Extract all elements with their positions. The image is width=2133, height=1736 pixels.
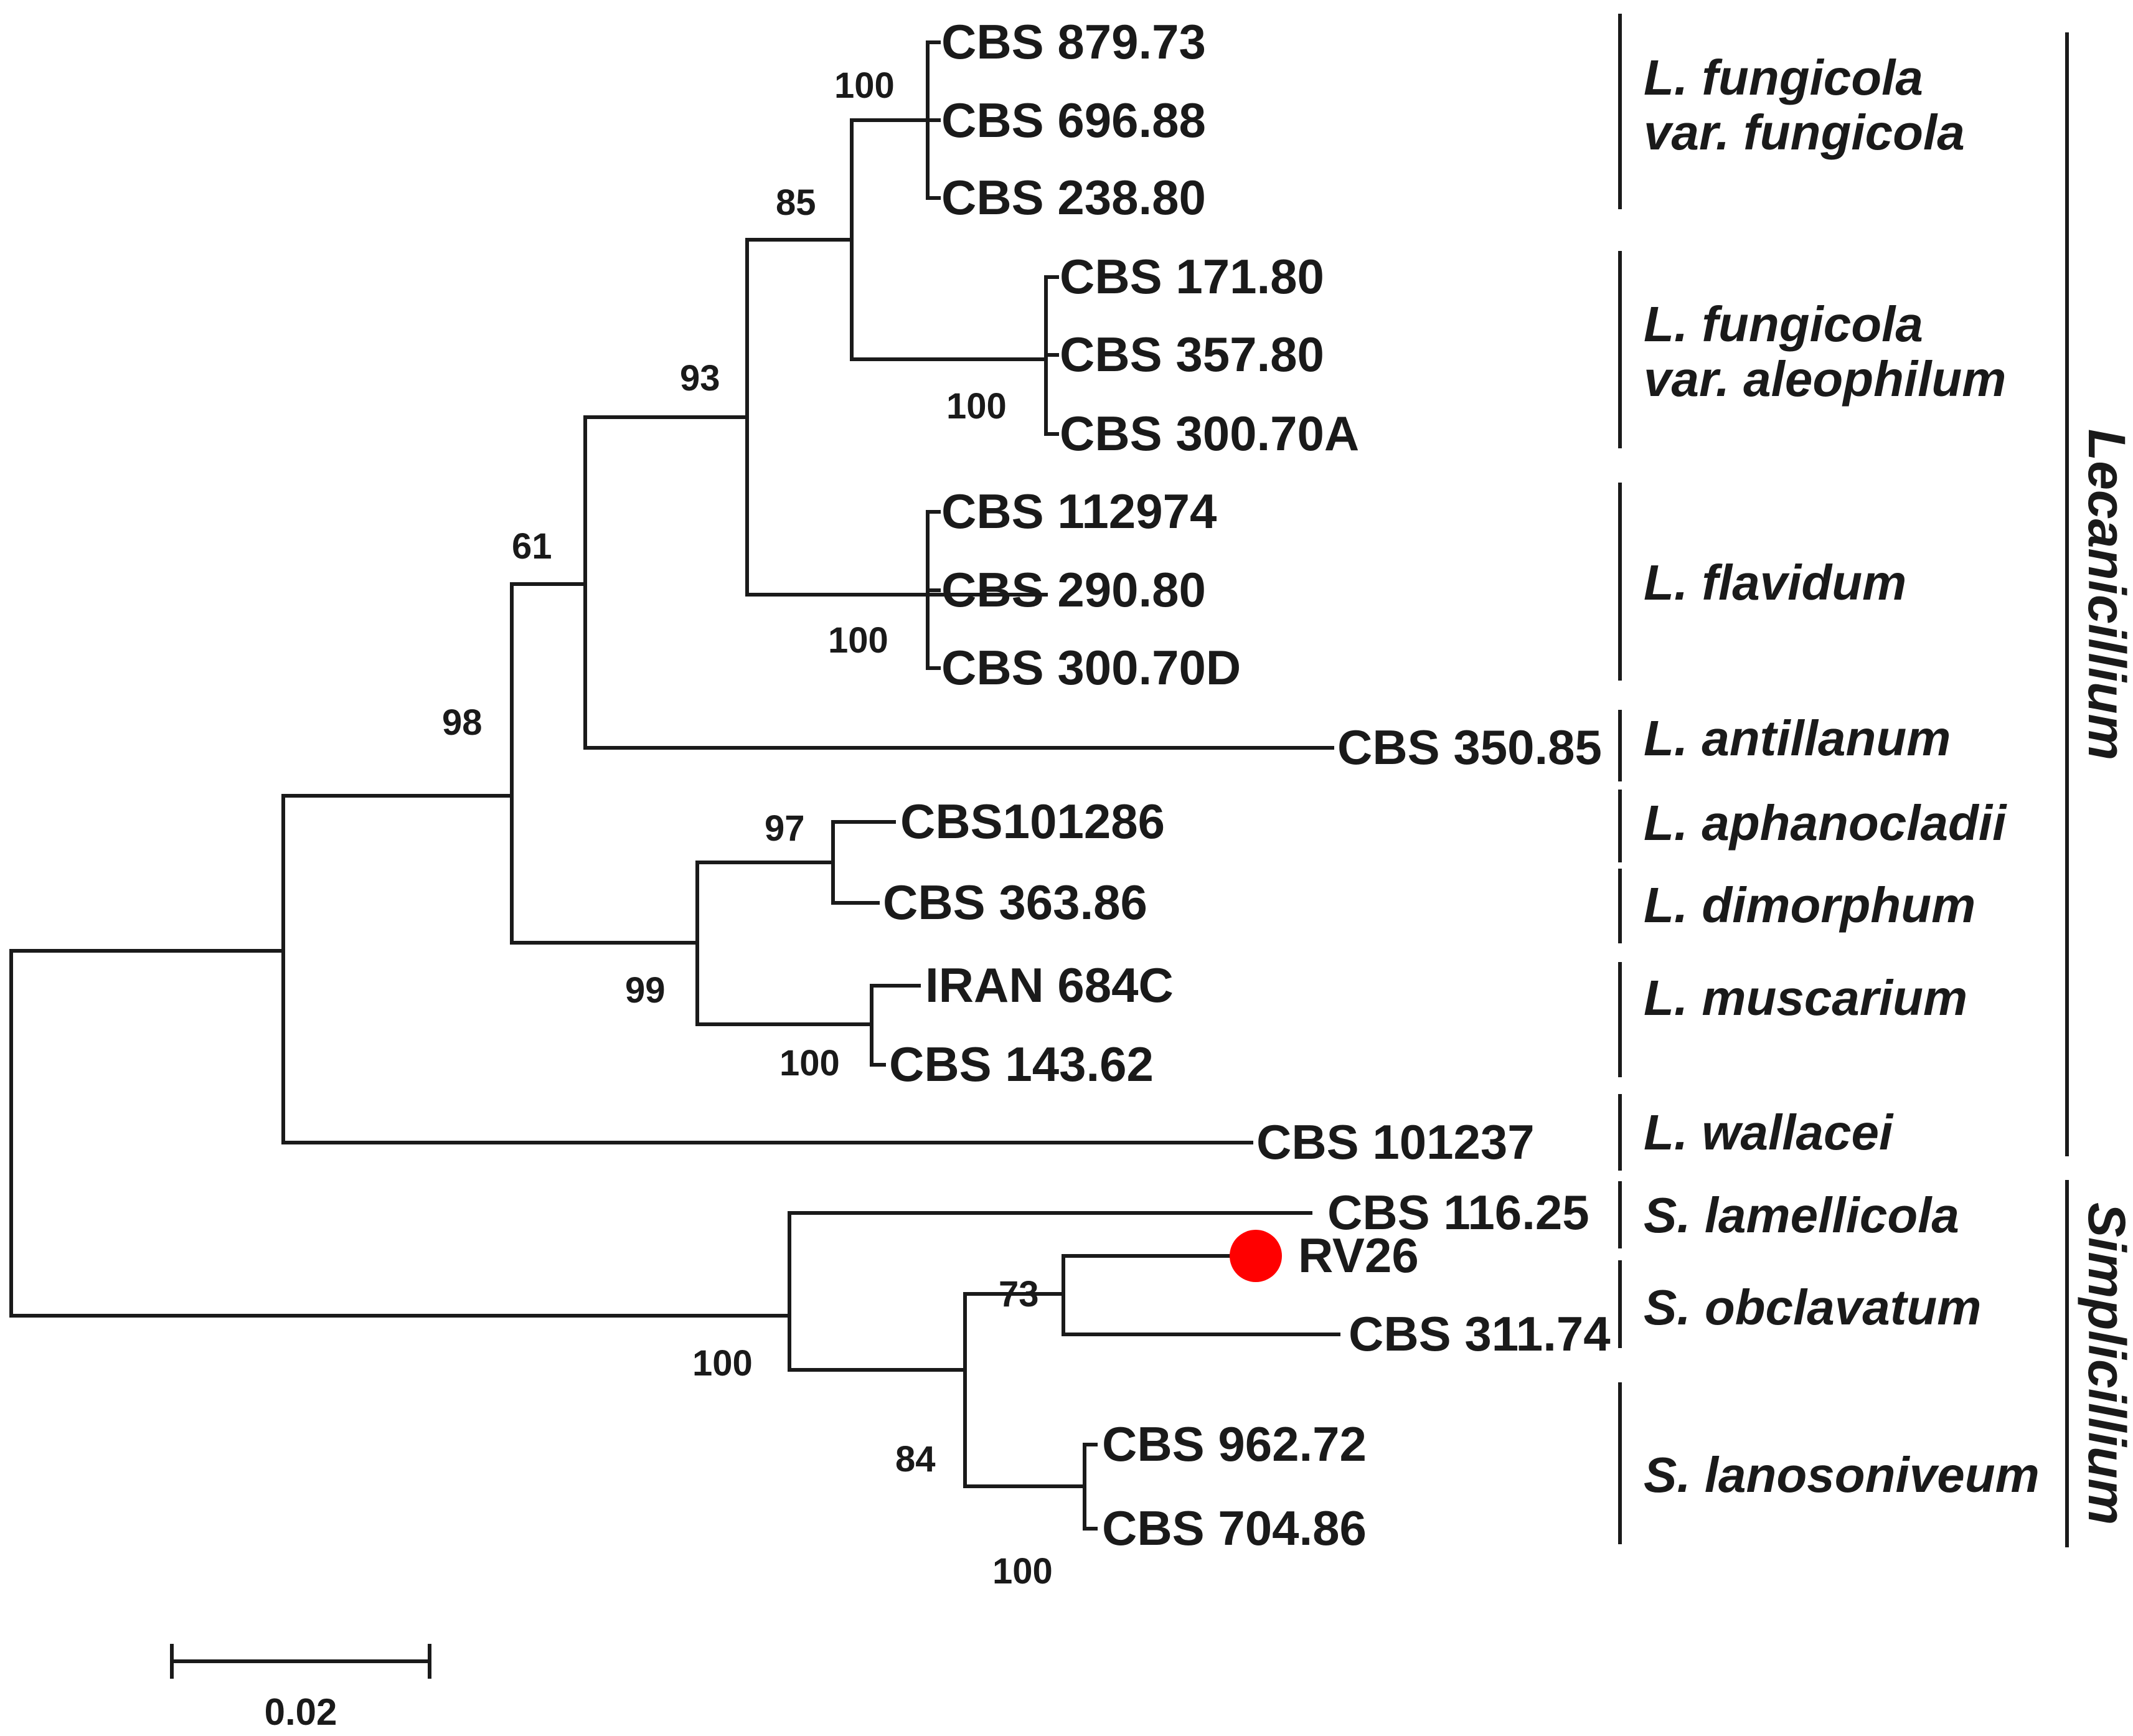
branch-node-93 bbox=[745, 238, 1048, 597]
leaf-label: CBS 300.70D bbox=[941, 640, 1241, 695]
leaf-label: CBS 143.62 bbox=[889, 1037, 1154, 1092]
branch-clade-flavidum bbox=[926, 510, 941, 670]
leaf-label: CBS 350.85 bbox=[1337, 720, 1602, 775]
leaf-label-highlighted: RV26 bbox=[1298, 1228, 1419, 1283]
branch-node-97 bbox=[831, 820, 896, 905]
leaf-label: CBS 101237 bbox=[1256, 1115, 1535, 1169]
leaf-label: CBS 290.80 bbox=[941, 562, 1206, 617]
leaf-label: IRAN 684C bbox=[925, 958, 1174, 1012]
branch-node-84 bbox=[963, 1292, 1086, 1488]
leaf-label: CBS101286 bbox=[900, 794, 1165, 849]
scale-bar-label: 0.02 bbox=[265, 1691, 337, 1733]
leaf-label: CBS 357.80 bbox=[1060, 327, 1324, 382]
genus-label-lecanicillium: Lecanicillium bbox=[2078, 429, 2133, 760]
branch-node-muscarium bbox=[870, 984, 921, 1067]
genus-clades: Lecanicillium Simplicillium bbox=[2065, 32, 2133, 1547]
support-value: 100 bbox=[692, 1343, 753, 1384]
clade-label: L. antillanum bbox=[1644, 710, 1951, 766]
leaf-label: CBS 238.80 bbox=[941, 170, 1206, 225]
clade-label: L. muscarium bbox=[1644, 970, 1967, 1026]
leaf-label: CBS 879.73 bbox=[941, 14, 1206, 69]
genus-label-simplicillium: Simplicillium bbox=[2078, 1202, 2133, 1525]
clade-label: S. lamellicola bbox=[1644, 1187, 1959, 1243]
scale-bar: 0.02 bbox=[170, 1644, 431, 1733]
scale-bar-line bbox=[170, 1644, 431, 1679]
branch-node-85 bbox=[850, 118, 1048, 361]
support-value: 100 bbox=[946, 386, 1007, 427]
branch-node-98 bbox=[510, 582, 699, 945]
leaf-label: CBS 171.80 bbox=[1060, 249, 1324, 304]
support-value: 85 bbox=[776, 182, 816, 223]
leaf-label: CBS 112974 bbox=[941, 484, 1217, 539]
support-value: 100 bbox=[992, 1551, 1053, 1592]
highlight-dot-icon bbox=[1230, 1230, 1282, 1282]
clade-label: L. flavidum bbox=[1644, 555, 1906, 610]
clade-label: L. dimorphum bbox=[1644, 877, 1975, 933]
support-value: 61 bbox=[512, 526, 552, 567]
support-value: 100 bbox=[828, 620, 888, 661]
clade-label: S. obclavatum bbox=[1644, 1280, 1981, 1335]
species-clade-labels: L. fungicola var. fungicola L. fungicola… bbox=[1644, 50, 2040, 1502]
clade-label: L. aphanocladii bbox=[1644, 795, 2007, 851]
clade-label: L. fungicola bbox=[1644, 296, 1923, 352]
support-value: 73 bbox=[999, 1274, 1039, 1314]
tree-branches bbox=[9, 40, 1340, 1531]
branch-node-61 bbox=[583, 415, 1334, 750]
clade-label: var. fungicola bbox=[1644, 105, 1965, 160]
branch-clade-lanosoniveum bbox=[1083, 1443, 1098, 1531]
support-values: 100 85 100 93 100 61 98 97 100 99 73 84 … bbox=[442, 65, 1053, 1592]
leaf-label: CBS 116.25 bbox=[1327, 1185, 1589, 1240]
branch-clade-fungicola bbox=[926, 40, 941, 200]
leaf-label: CBS 311.74 bbox=[1349, 1306, 1611, 1361]
branch-simplicillium-crown bbox=[788, 1211, 1312, 1372]
support-value: 100 bbox=[834, 65, 895, 106]
support-value: 93 bbox=[680, 358, 720, 399]
leaf-label: CBS 962.72 bbox=[1102, 1417, 1367, 1471]
support-value: 100 bbox=[779, 1043, 840, 1083]
clade-label: S. lanosoniveum bbox=[1644, 1447, 2040, 1502]
clade-label: L. wallacei bbox=[1644, 1105, 1894, 1160]
clade-label: var. aleophilum bbox=[1644, 351, 2006, 407]
leaf-label: CBS 704.86 bbox=[1102, 1501, 1367, 1555]
branch-node-73 bbox=[1062, 1254, 1340, 1336]
support-value: 99 bbox=[625, 970, 666, 1011]
clade-label: L. fungicola bbox=[1644, 50, 1923, 105]
branch-root bbox=[9, 949, 791, 1318]
branch-node-99 bbox=[695, 861, 873, 1026]
support-value: 98 bbox=[442, 702, 483, 743]
leaf-label: CBS 300.70A bbox=[1060, 406, 1359, 461]
leaf-labels: CBS 879.73 CBS 696.88 CBS 238.80 CBS 171… bbox=[883, 14, 1611, 1555]
leaf-label: CBS 696.88 bbox=[941, 93, 1206, 148]
branch-clade-aleophilum bbox=[1044, 275, 1059, 436]
support-value: 84 bbox=[895, 1439, 936, 1479]
support-value: 97 bbox=[765, 808, 805, 849]
leaf-label: CBS 363.86 bbox=[883, 875, 1147, 930]
branch-lecanicillium-crown bbox=[281, 794, 1253, 1144]
